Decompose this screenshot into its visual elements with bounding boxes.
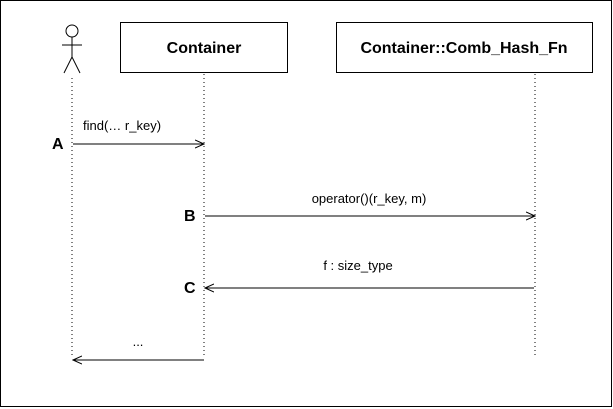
step-label-a: A [52, 136, 64, 153]
actor-icon [62, 24, 82, 74]
step-label-b: B [184, 208, 196, 225]
participant-comb-hash-fn-label: Container::Comb_Hash_Fn [360, 40, 567, 57]
message-c: C f : size_type [184, 258, 534, 297]
message-c-label: f : size_type [323, 258, 392, 273]
message-b-label: operator()(r_key, m) [312, 191, 427, 206]
message-return-label: ... [133, 334, 144, 349]
message-a-label: find(… r_key) [83, 118, 161, 133]
message-a: A find(… r_key) [52, 118, 204, 153]
message-b: B operator()(r_key, m) [184, 191, 535, 225]
participant-container: Container [120, 22, 288, 73]
participant-container-label: Container [167, 40, 242, 57]
step-label-c: C [184, 280, 196, 297]
participant-comb-hash-fn: Container::Comb_Hash_Fn [336, 22, 593, 73]
message-return: ... [73, 334, 204, 360]
